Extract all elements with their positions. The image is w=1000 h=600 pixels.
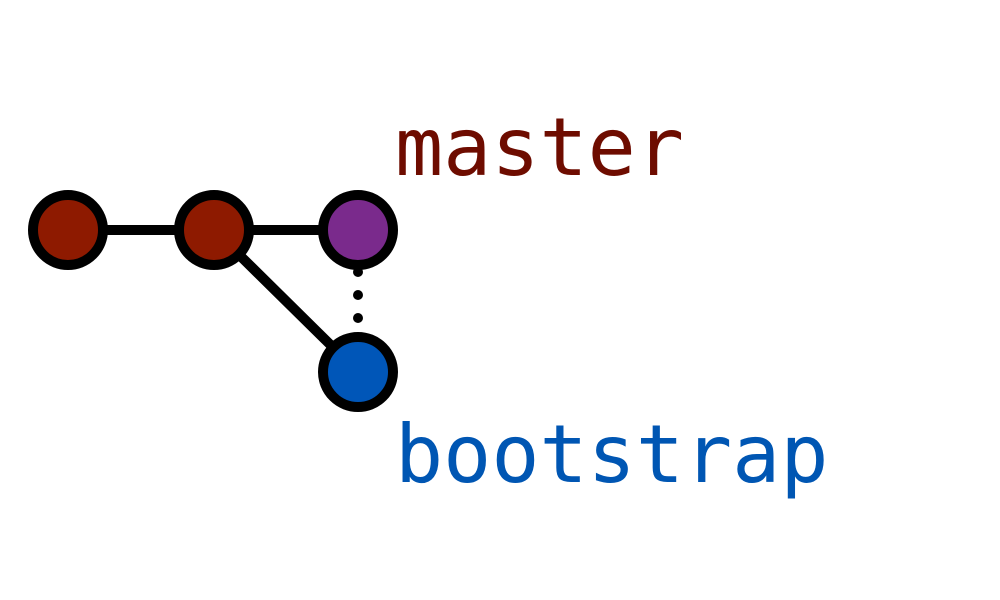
commit-node xyxy=(28,190,108,270)
branch-label-bootstrap: bootstrap xyxy=(395,408,828,501)
commit-node-master-head xyxy=(318,190,398,270)
dotted-link-dot xyxy=(353,290,363,300)
branch-label-master: master xyxy=(395,101,684,194)
commit-node xyxy=(174,190,254,270)
commit-node-bootstrap-head xyxy=(318,332,398,412)
dotted-link-dot xyxy=(353,313,363,323)
